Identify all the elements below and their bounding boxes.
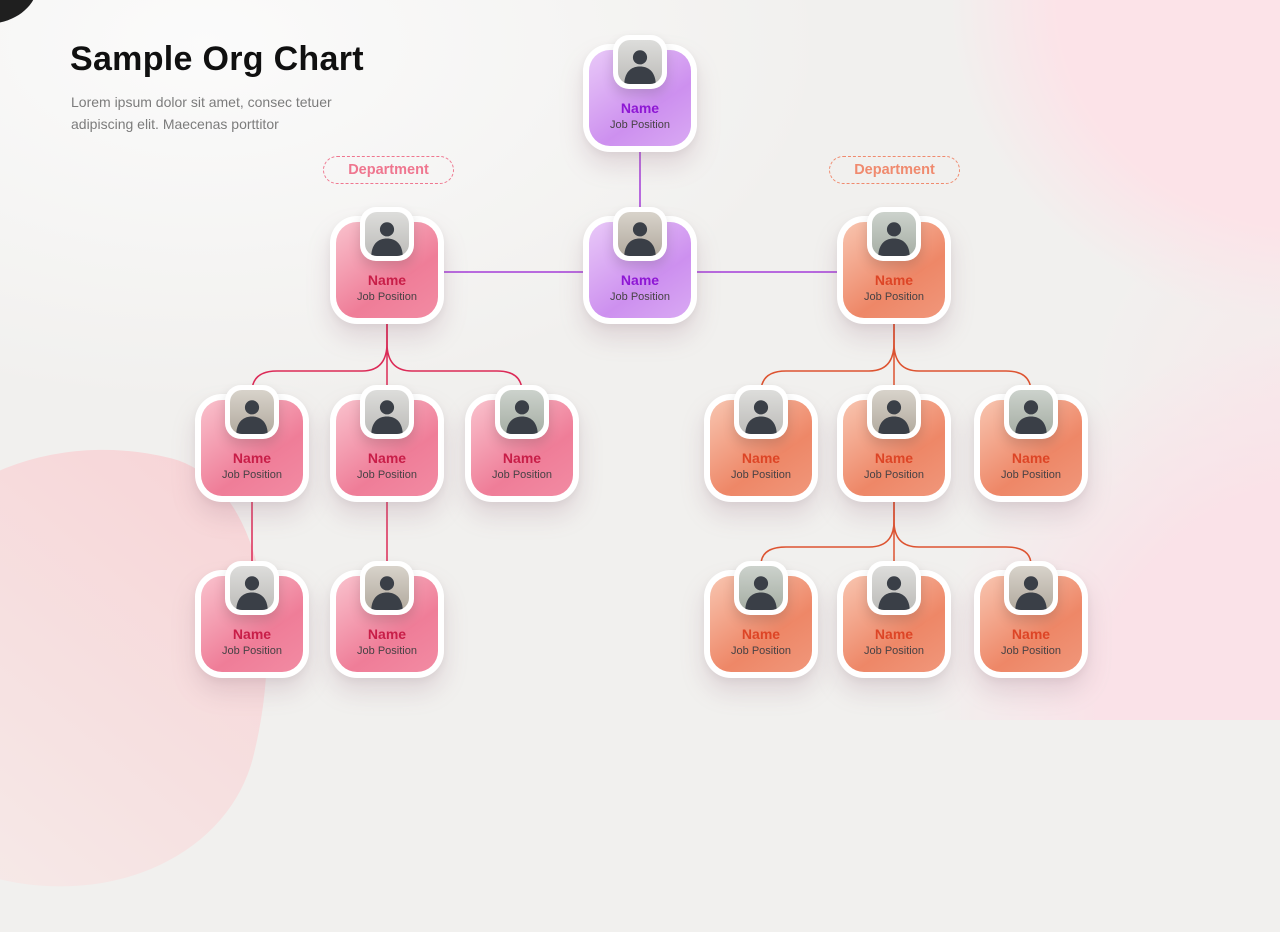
person-silhouette-icon — [371, 222, 403, 256]
member-position: Job Position — [864, 469, 924, 481]
member-name: Name — [1011, 450, 1051, 466]
person-photo — [225, 385, 279, 439]
member-name: Name — [502, 450, 542, 466]
person-silhouette-icon — [878, 400, 910, 434]
person-silhouette-icon — [745, 400, 777, 434]
org-connectors — [251, 151, 1032, 573]
member-name: Name — [367, 272, 407, 288]
person-photo — [1004, 561, 1058, 615]
person-photo — [734, 385, 788, 439]
department-label-left: Department — [323, 156, 454, 184]
person-photo — [613, 35, 667, 89]
person-silhouette-icon — [878, 222, 910, 256]
connector-salmon-l4-branch-1 — [760, 501, 895, 573]
person-photo — [1004, 385, 1058, 439]
member-position: Job Position — [610, 119, 670, 131]
department-label-right: Department — [829, 156, 960, 184]
connector-salmon-branch-3 — [893, 323, 1032, 399]
person-photo — [360, 207, 414, 261]
member-position: Job Position — [492, 469, 552, 481]
person-silhouette-icon — [624, 222, 656, 256]
connector-pink-branch-1 — [251, 323, 388, 399]
page-subtitle-line1: Lorem ipsum dolor sit amet, consec tetue… — [71, 94, 332, 110]
person-photo — [360, 385, 414, 439]
member-name: Name — [874, 626, 914, 642]
page-subtitle-line2: adipiscing elit. Maecenas porttitor — [71, 116, 279, 132]
member-name: Name — [620, 100, 660, 116]
member-position: Job Position — [864, 291, 924, 303]
member-position: Job Position — [610, 291, 670, 303]
member-position: Job Position — [1001, 645, 1061, 657]
member-name: Name — [232, 450, 272, 466]
person-silhouette-icon — [236, 400, 268, 434]
person-photo — [734, 561, 788, 615]
member-name: Name — [741, 626, 781, 642]
person-silhouette-icon — [371, 400, 403, 434]
member-position: Job Position — [222, 645, 282, 657]
member-position: Job Position — [357, 291, 417, 303]
connector-pink-branch-3 — [386, 323, 523, 399]
person-silhouette-icon — [878, 576, 910, 610]
person-photo — [867, 207, 921, 261]
person-silhouette-icon — [506, 400, 538, 434]
person-silhouette-icon — [745, 576, 777, 610]
connector-salmon-branch-1 — [760, 323, 895, 399]
person-silhouette-icon — [1015, 576, 1047, 610]
member-name: Name — [367, 626, 407, 642]
member-position: Job Position — [357, 469, 417, 481]
person-photo — [867, 561, 921, 615]
member-position: Job Position — [731, 469, 791, 481]
member-position: Job Position — [222, 469, 282, 481]
person-silhouette-icon — [236, 576, 268, 610]
member-position: Job Position — [731, 645, 791, 657]
member-name: Name — [874, 272, 914, 288]
page-subtitle: Lorem ipsum dolor sit amet, consec tetue… — [71, 91, 332, 135]
person-photo — [225, 561, 279, 615]
member-name: Name — [1011, 626, 1051, 642]
member-name: Name — [874, 450, 914, 466]
person-silhouette-icon — [624, 50, 656, 84]
member-name: Name — [741, 450, 781, 466]
member-name: Name — [232, 626, 272, 642]
page-title: Sample Org Chart — [70, 40, 364, 78]
person-silhouette-icon — [1015, 400, 1047, 434]
person-photo — [495, 385, 549, 439]
member-position: Job Position — [357, 645, 417, 657]
member-position: Job Position — [864, 645, 924, 657]
person-silhouette-icon — [371, 576, 403, 610]
member-name: Name — [620, 272, 660, 288]
member-name: Name — [367, 450, 407, 466]
person-photo — [867, 385, 921, 439]
person-photo — [360, 561, 414, 615]
person-photo — [613, 207, 667, 261]
connector-salmon-l4-branch-3 — [893, 501, 1032, 573]
member-position: Job Position — [1001, 469, 1061, 481]
